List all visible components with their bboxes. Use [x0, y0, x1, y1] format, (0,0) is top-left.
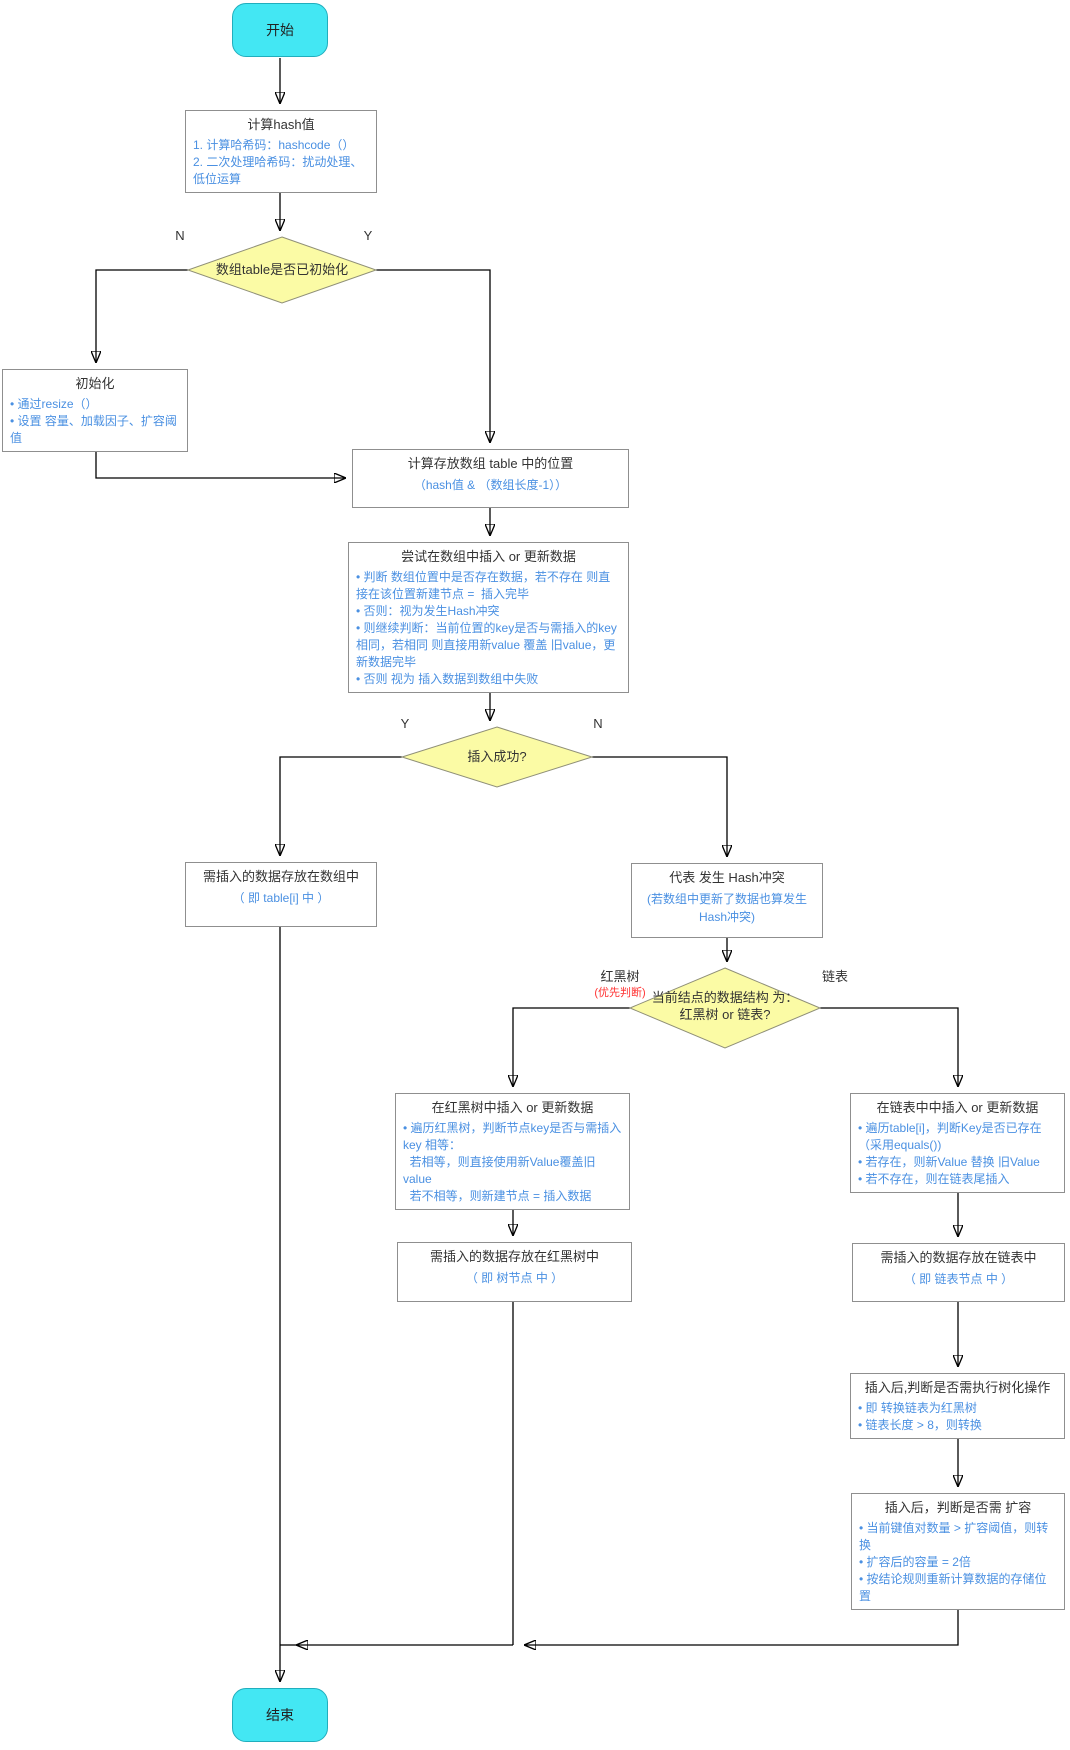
decision-insert-success-shape	[400, 726, 594, 788]
process-title: 尝试在数组中插入 or 更新数据	[401, 549, 576, 564]
branch-label-y: Y	[363, 228, 373, 243]
process-insert-redblack-tree: 在红黑树中插入 or 更新数据 • 遍历红黑树，判断节点key是否与需插入 ke…	[395, 1093, 630, 1210]
process-note: （ 即 链表节点 中 ）	[903, 1271, 1014, 1286]
process-line: • 设置 容量、加载因子、扩容阈值	[10, 413, 177, 445]
process-line: • 则继续判断：当前位置的key是否与需插入的key相同，若相同 则直接用新va…	[356, 620, 617, 669]
connector-initcheck-no-to-init	[96, 269, 188, 363]
process-line: 1. 计算哈希码：hashcode（）	[193, 137, 355, 152]
process-line: • 通过resize（）	[10, 396, 98, 411]
end-label: 结束	[266, 1707, 294, 1723]
process-line: • 当前键值对数量 > 扩容阈值，则转换	[859, 1520, 1049, 1552]
connector-resize-to-join	[524, 1600, 959, 1645]
branch-label-y: Y	[400, 716, 410, 731]
process-line: • 遍历table[i]，判断Key是否已存在（采用equals())	[858, 1120, 1042, 1152]
process-title: 代表 发生 Hash冲突	[669, 870, 785, 885]
process-stored-in-tree: 需插入的数据存放在红黑树中 （ 即 树节点 中 ）	[397, 1242, 632, 1302]
process-compute-hash: 计算hash值 1. 计算哈希码：hashcode（） 2. 二次处理哈希码：扰…	[185, 110, 377, 193]
process-note: （ 即 树节点 中 ）	[465, 1270, 564, 1285]
process-title: 插入后,判断是否需执行树化操作	[864, 1380, 1051, 1395]
process-title: 需插入的数据存放在红黑树中	[429, 1249, 599, 1264]
decision-table-initialized-shape	[186, 236, 378, 304]
process-insert-linked-list: 在链表中中插入 or 更新数据 • 遍历table[i]，判断Key是否已存在（…	[850, 1093, 1065, 1193]
connector-initcheck-yes-to-locate	[376, 269, 490, 443]
decision-node-structure-label: 当前结点的数据结构 为： 红黑树 or 链表?	[628, 989, 822, 1023]
process-line: • 否则：视为发生Hash冲突	[356, 603, 500, 618]
process-line: • 即 转换链表为红黑树	[858, 1400, 977, 1415]
start-label: 开始	[266, 22, 294, 38]
branch-note-priority: (优先判断)	[594, 987, 646, 999]
branch-label-n: N	[175, 228, 185, 243]
connector-insertok-yes-to-storedarray	[280, 756, 402, 856]
process-title: 插入后，判断是否需 扩容	[884, 1500, 1032, 1515]
connector-insertok-no-to-conflict	[592, 756, 727, 857]
process-compute-position: 计算存放数组 table 中的位置 （hash值 & （数组长度-1））	[352, 449, 629, 508]
process-formula: （hash值 & （数组长度-1））	[413, 477, 568, 492]
branch-label-redblack-tree: 红黑树	[600, 969, 640, 984]
start-terminal: 开始	[232, 3, 328, 57]
process-initialize: 初始化 • 通过resize（） • 设置 容量、加载因子、扩容阈值	[2, 369, 188, 452]
process-resize-check: 插入后，判断是否需 扩容 • 当前键值对数量 > 扩容阈值，则转换 • 扩容后的…	[851, 1493, 1065, 1610]
process-line: • 扩容后的容量 = 2倍	[859, 1554, 971, 1569]
process-title: 在红黑树中插入 or 更新数据	[431, 1100, 594, 1115]
process-line: • 若存在，则新Value 替换 旧Value	[858, 1154, 1040, 1169]
process-note: （ 即 table[i] 中 ）	[232, 890, 330, 905]
decision-insert-success-label: 插入成功?	[467, 749, 527, 764]
branch-label-linked-list: 链表	[821, 969, 848, 984]
process-treeify-check: 插入后,判断是否需执行树化操作 • 即 转换链表为红黑树 • 链表长度 > 8，…	[850, 1373, 1065, 1439]
process-note: (若数组中更新了数据也算发生 Hash冲突)	[647, 891, 807, 925]
process-title: 初始化	[75, 376, 115, 391]
process-title: 需插入的数据存放在链表中	[880, 1250, 1037, 1265]
process-title: 在链表中中插入 or 更新数据	[876, 1100, 1039, 1115]
process-line: 若不相等，则新建节点 = 插入数据	[403, 1188, 592, 1203]
process-line: 2. 二次处理哈希码：扰动处理、低位运算	[193, 154, 363, 186]
process-title: 需插入的数据存放在数组中	[202, 869, 359, 884]
process-stored-in-list: 需插入的数据存放在链表中 （ 即 链表节点 中 ）	[852, 1243, 1065, 1302]
process-title: 计算hash值	[247, 117, 315, 132]
process-line: • 判断 数组位置中是否存在数据，若不存在 则直接在该位置新建节点 = 插入完毕	[356, 569, 611, 601]
process-stored-in-array: 需插入的数据存放在数组中 （ 即 table[i] 中 ）	[185, 862, 377, 927]
end-terminal: 结束	[232, 1688, 328, 1742]
process-line: • 否则 视为 插入数据到数组中失败	[356, 672, 539, 687]
process-hash-conflict: 代表 发生 Hash冲突 (若数组中更新了数据也算发生 Hash冲突)	[631, 863, 823, 938]
process-line: • 链表长度 > 8，则转换	[858, 1417, 982, 1432]
connector-structurecheck-tree-branch	[513, 1007, 630, 1087]
process-line: • 遍历红黑树，判断节点key是否与需插入 key 相等：	[403, 1120, 625, 1152]
branch-label-n: N	[593, 716, 603, 731]
process-title: 计算存放数组 table 中的位置	[407, 456, 574, 471]
connector-structurecheck-list-branch	[820, 1007, 958, 1087]
decision-line-1: 当前结点的数据结构 为：	[651, 990, 799, 1005]
process-line: • 按结论规则重新计算数据的存储位置	[859, 1571, 1047, 1603]
decision-node-structure-shape	[628, 967, 822, 1049]
decision-line-2: 红黑树 or 链表?	[679, 1007, 771, 1022]
process-line: 若相等，则直接使用新Value覆盖旧 value	[403, 1154, 599, 1186]
process-line: • 若不存在，则在链表尾插入	[858, 1171, 1010, 1186]
process-try-insert-array: 尝试在数组中插入 or 更新数据 • 判断 数组位置中是否存在数据，若不存在 则…	[348, 542, 629, 694]
decision-table-initialized-label: 数组table是否已初始化	[215, 262, 349, 277]
